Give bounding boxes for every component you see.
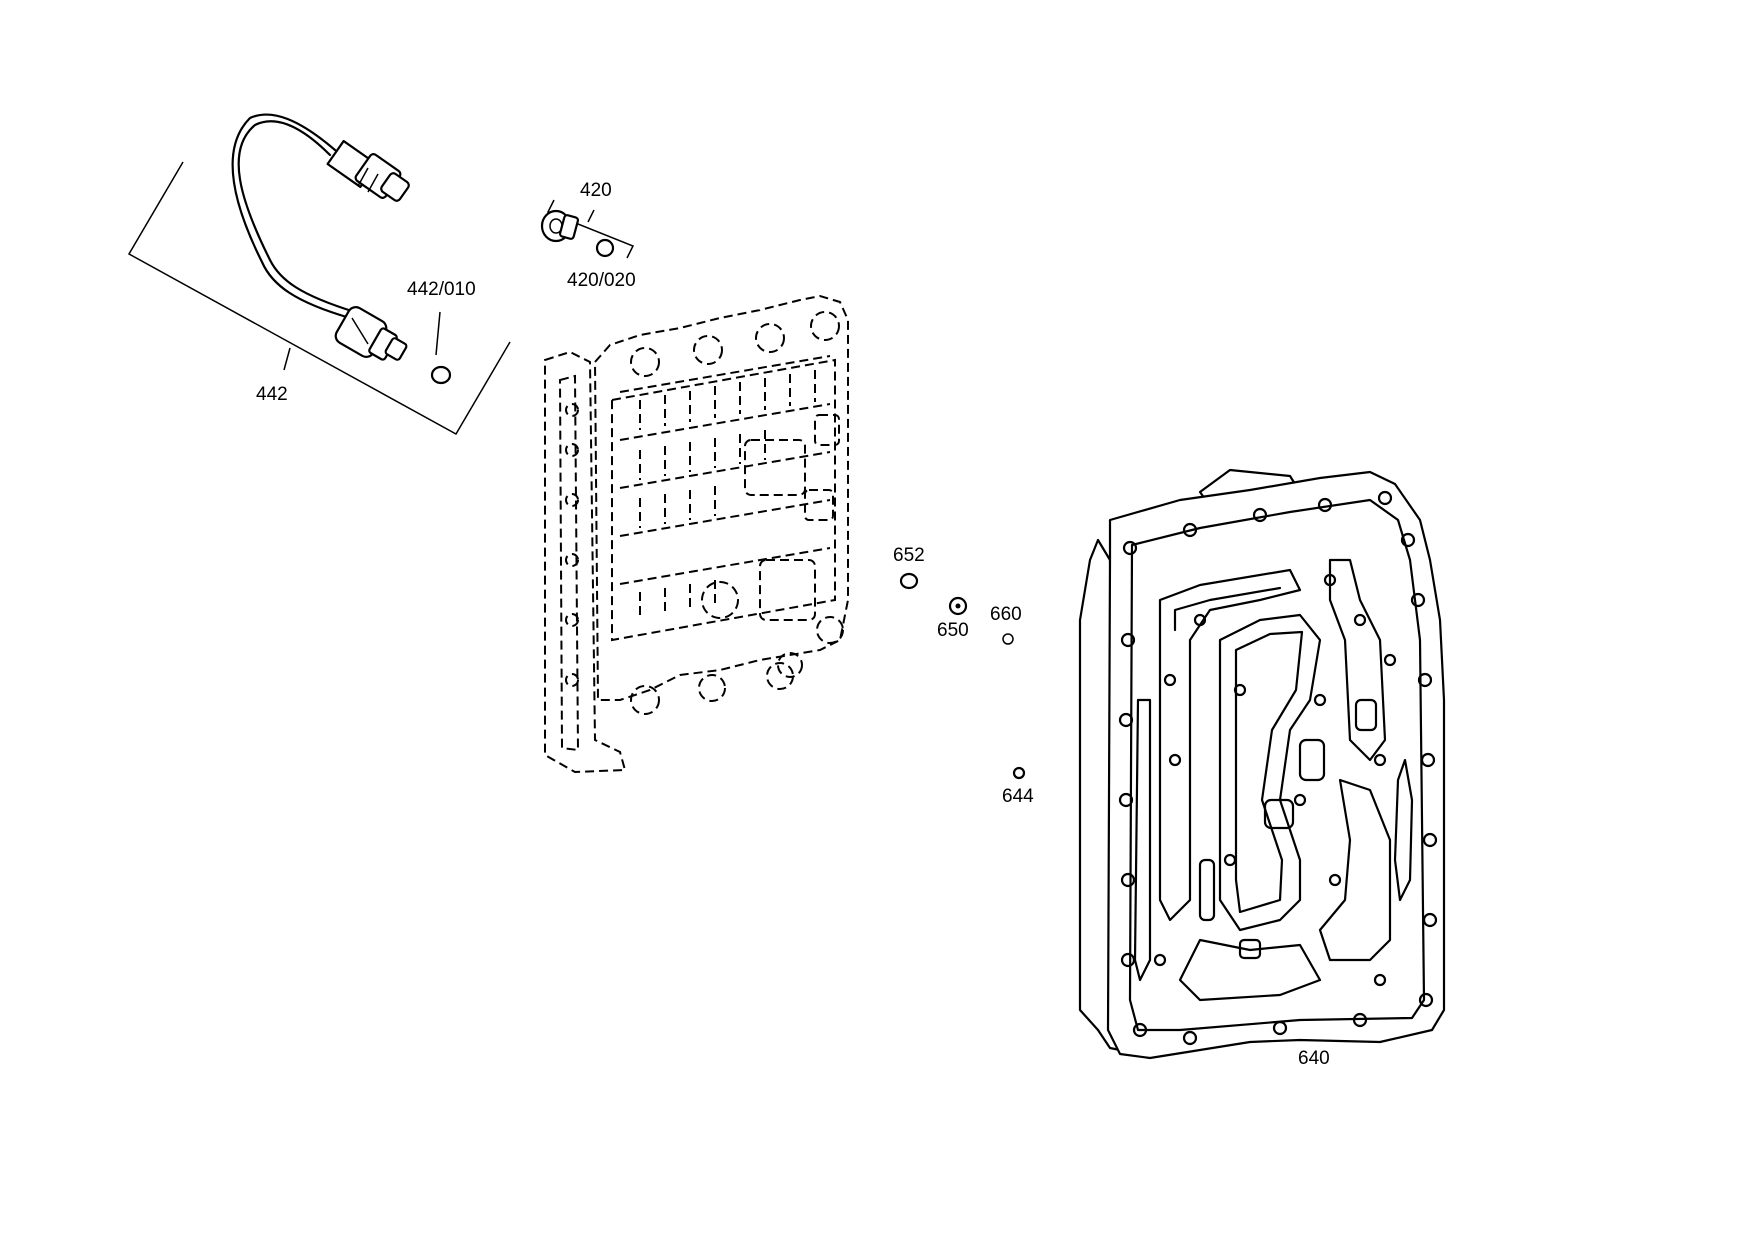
callout-660: 660 [990,604,1022,625]
part-650-ring[interactable] [948,596,968,616]
sensor-body [334,306,408,361]
o-ring-442-010 [430,365,452,385]
part-442-pressure-sensor-assembly[interactable] [127,113,511,436]
callout-442-010: 442/010 [407,279,476,300]
part-640-intermediate-plate[interactable] [1078,468,1446,1060]
ring-650-center [955,603,961,609]
part-442-010-o-ring[interactable] [430,311,452,385]
plug-420 [540,209,580,243]
part-420-plug-assembly[interactable] [540,199,635,259]
sensor-cable-inner [231,113,352,320]
leader-442 [283,347,291,371]
o-ring-652 [899,572,919,590]
callout-650: 650 [937,620,969,641]
callout-640: 640 [1298,1048,1330,1069]
plate-640-bolt-holes [1118,490,1438,1046]
plate-640-outline [1106,470,1446,1060]
part-652-o-ring[interactable] [899,572,919,590]
o-ring-420-020 [595,238,615,258]
leader-442-010 [435,311,441,356]
part-644-pin[interactable] [1012,766,1026,780]
callout-644: 644 [1002,786,1034,807]
pin-644 [1012,766,1026,780]
sensor-cable [237,120,357,314]
plate-640-channels [1133,558,1414,1002]
bracket-420 [546,199,635,259]
callout-420-020: 420/020 [567,270,636,291]
sensor-connector [326,139,410,202]
valve-body-reference-dashed [544,294,849,774]
bracket-442 [127,161,511,436]
callout-652: 652 [893,545,925,566]
ring-650 [948,596,968,616]
leader-420 [587,209,595,223]
callout-442: 442 [256,384,288,405]
ball-660 [1002,633,1014,645]
part-660-ball[interactable] [1002,633,1014,645]
plate-640-small-holes [1153,573,1397,987]
callout-420: 420 [580,180,612,201]
